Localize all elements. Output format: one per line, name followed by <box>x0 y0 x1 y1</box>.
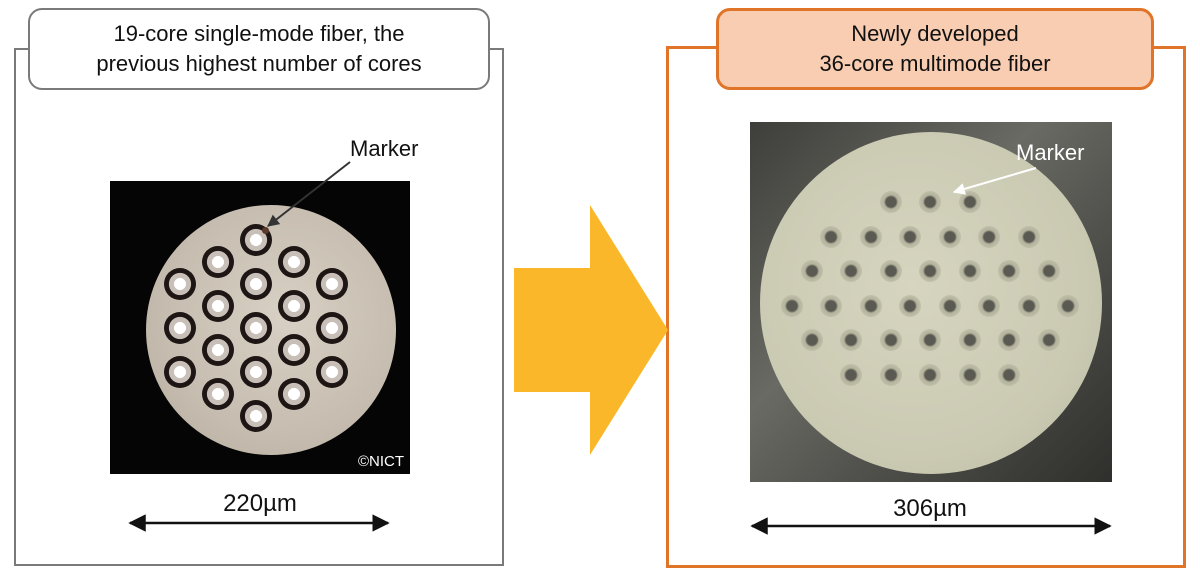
right-title-line2: 36-core multimode fiber <box>819 51 1051 76</box>
copyright-label: ©NICT <box>357 453 404 470</box>
left-fiber-core <box>278 246 311 278</box>
left-fiber-core <box>240 268 272 300</box>
right-fiber-core <box>938 294 961 317</box>
transition-arrow-icon <box>514 205 668 455</box>
right-title-box: Newly developed 36-core multimode fiber <box>716 8 1154 90</box>
left-title-box: 19-core single-mode fiber, the previous … <box>28 8 490 90</box>
left-fiber-core <box>163 312 196 344</box>
right-fiber-core <box>780 294 803 317</box>
left-marker-pointer <box>267 161 351 227</box>
right-fiber-core <box>1017 294 1040 317</box>
right-fiber-core <box>919 260 941 282</box>
right-fiber-core <box>879 260 902 282</box>
left-marker-dot <box>262 227 269 234</box>
right-fiber-core <box>978 294 1001 317</box>
right-fiber-core <box>958 260 981 282</box>
right-fiber-core <box>800 329 823 351</box>
right-fiber-core <box>879 363 902 386</box>
right-fiber-core <box>879 329 902 351</box>
right-fiber-core <box>879 191 902 213</box>
right-fiber-core <box>958 191 981 213</box>
left-fiber-core <box>163 356 196 388</box>
right-fiber-core <box>958 363 981 386</box>
right-fiber-cladding <box>760 132 1102 474</box>
right-fiber-core <box>840 260 862 282</box>
left-marker-label: Marker <box>350 136 419 161</box>
right-fiber-core <box>919 329 941 351</box>
left-fiber-core <box>278 290 311 322</box>
left-panel-frame <box>14 48 504 566</box>
right-marker-label: Marker <box>1016 140 1085 165</box>
right-fiber-core <box>958 329 981 351</box>
right-fiber-core <box>859 225 882 248</box>
left-title-line1: 19-core single-mode fiber, the <box>113 21 405 46</box>
right-fiber-core <box>998 329 1020 351</box>
left-fiber-core <box>240 400 272 432</box>
left-fiber-core <box>240 312 272 344</box>
left-dimension-label: 220µm <box>223 490 297 517</box>
right-title-line1: Newly developed <box>851 21 1019 46</box>
right-fiber-core <box>820 294 843 317</box>
right-fiber-core <box>899 294 922 317</box>
right-panel-frame <box>666 46 1186 568</box>
left-fiber-core <box>316 312 349 344</box>
left-fiber-core <box>278 334 311 366</box>
right-fiber-core <box>820 225 843 248</box>
right-fiber-core <box>899 225 922 248</box>
left-fiber-photo: ©NICT <box>110 181 410 474</box>
left-fiber-core <box>240 356 272 388</box>
right-fiber-core <box>1057 294 1080 317</box>
right-fiber-core <box>1037 329 1060 351</box>
right-fiber-core <box>1037 260 1060 282</box>
left-fiber-core <box>278 378 311 410</box>
right-fiber-core <box>919 191 941 213</box>
right-fiber-core <box>919 363 941 386</box>
left-fiber-core <box>201 290 234 322</box>
right-fiber-core <box>1017 225 1040 248</box>
left-fiber-core <box>201 246 234 278</box>
right-marker-pointer <box>952 167 1037 195</box>
right-fiber-photo <box>750 122 1112 482</box>
right-fiber-core <box>840 363 862 386</box>
left-title-line2: previous highest number of cores <box>96 51 422 76</box>
left-fiber-core <box>316 268 349 300</box>
left-fiber-core <box>201 378 234 410</box>
right-fiber-core <box>859 294 882 317</box>
right-fiber-core <box>978 225 1001 248</box>
left-fiber-core <box>201 334 234 366</box>
right-fiber-core <box>800 260 823 282</box>
right-fiber-core <box>998 363 1020 386</box>
left-fiber-core <box>316 356 349 388</box>
right-fiber-core <box>998 260 1020 282</box>
right-fiber-core <box>938 225 961 248</box>
left-fiber-core <box>163 268 196 300</box>
right-fiber-core <box>840 329 862 351</box>
